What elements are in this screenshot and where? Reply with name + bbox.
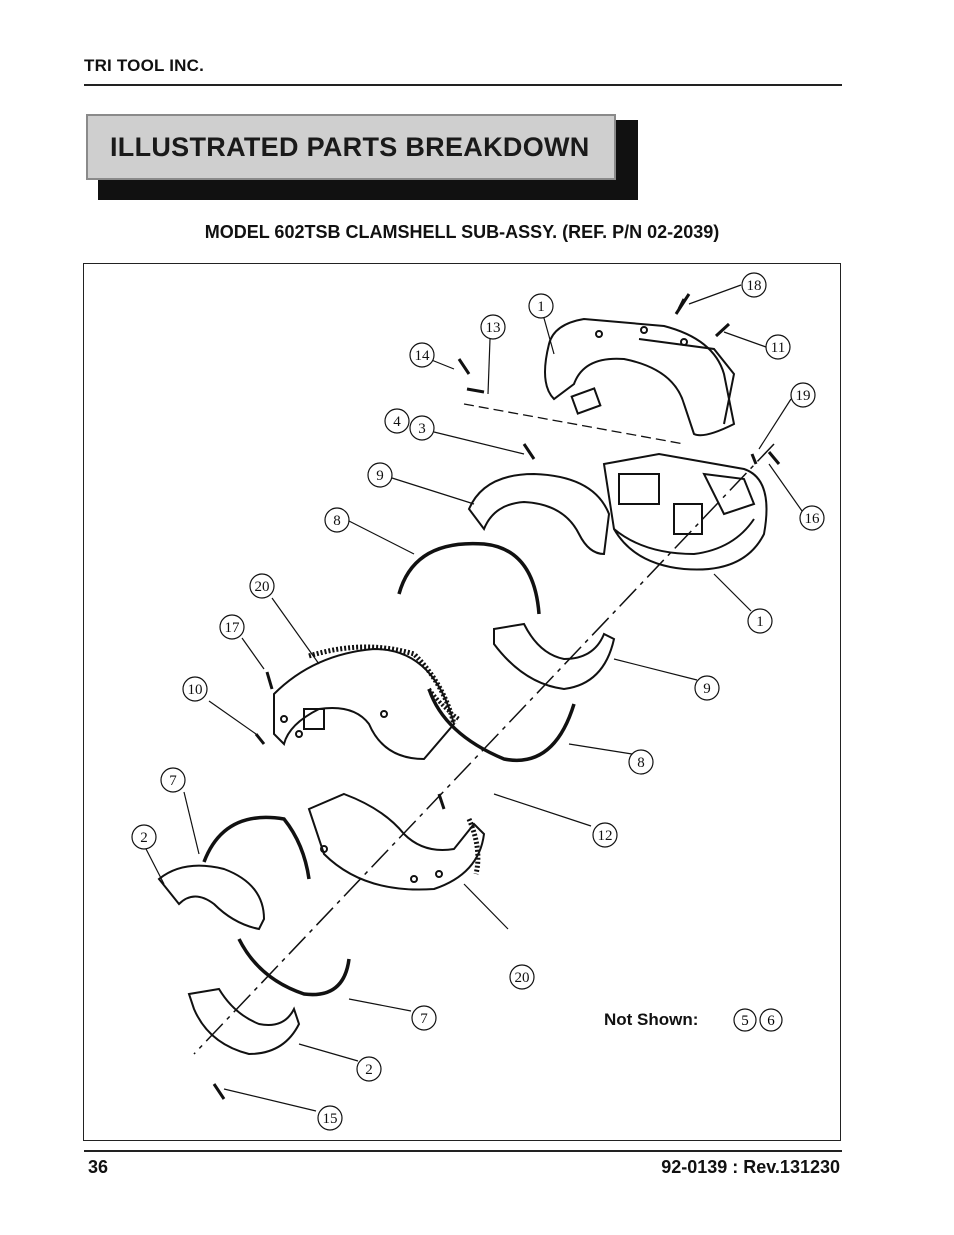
- bearing-segment-upper: [467, 472, 611, 556]
- callout-number: 9: [703, 681, 711, 697]
- retaining-ring-7-upper: [202, 815, 311, 880]
- clamshell-half-bottom: [602, 452, 768, 571]
- callout-number: 2: [365, 1062, 373, 1078]
- callout-number: 7: [169, 773, 177, 789]
- not-shown-callouts: 5 6: [733, 1008, 783, 1032]
- callout-circle: [747, 608, 773, 634]
- callout-circle: [367, 462, 393, 488]
- callout-number: 15: [323, 1111, 338, 1127]
- callout-circle: [592, 822, 618, 848]
- not-shown-item: 5: [741, 1013, 749, 1029]
- spacer-2-upper: [157, 864, 266, 931]
- callout-circle: [409, 342, 435, 368]
- callout-circle: [324, 507, 350, 533]
- callout-circle: [384, 408, 410, 434]
- callout-circle: [249, 573, 275, 599]
- callout-number: 12: [598, 828, 613, 844]
- callout-circle: [160, 767, 186, 793]
- parts-diagram-frame: 18 1 13 14 11 19 4 3 9 16 8 20 1 17 9 10 8 7 12 2 20 7 2 15 Not…: [83, 263, 841, 1141]
- bearing-segment-lower: [493, 622, 616, 691]
- callout-circle: [356, 1056, 382, 1082]
- clamshell-half-top: [544, 317, 736, 437]
- callout-number: 17: [225, 620, 241, 636]
- page-number: 36: [88, 1157, 109, 1177]
- callout-circle: [317, 1105, 343, 1131]
- header-rule: [84, 84, 842, 86]
- callout-circle: [182, 676, 208, 702]
- section-title: ILLUSTRATED PARTS BREAKDOWN: [110, 132, 590, 162]
- exploded-view-drawing: 18 1 13 14 11 19 4 3 9 16 8 20 1 17 9 10 8 7 12 2 20 7 2 15: [131, 272, 825, 1131]
- document-revision: 92-0139 : Rev.131230: [661, 1157, 840, 1177]
- callout-number: 20: [515, 970, 530, 986]
- callout-number: 1: [756, 614, 764, 630]
- callout-number: 11: [771, 340, 785, 356]
- callout-number: 10: [188, 682, 203, 698]
- retaining-ring-lower: [427, 688, 576, 762]
- callout-number: 9: [376, 468, 384, 484]
- callout-circle: [799, 505, 825, 531]
- callout-number: 13: [486, 320, 501, 336]
- callout-number: 20: [255, 579, 270, 595]
- gear-segment-lower: [307, 792, 486, 891]
- figure-title: MODEL 602TSB CLAMSHELL SUB-ASSY. (REF. P…: [204, 222, 720, 242]
- callout-circle: [480, 314, 506, 340]
- callout-number: 14: [415, 348, 431, 364]
- callout-circle: [628, 749, 654, 775]
- retaining-ring-7-lower: [237, 938, 351, 997]
- callout-number: 8: [333, 513, 341, 529]
- callout-number: 7: [420, 1011, 428, 1027]
- gear-segment-upper: [273, 644, 457, 761]
- not-shown-label: Not Shown:: [604, 1010, 699, 1029]
- spacer-2-lower: [187, 987, 301, 1056]
- not-shown-item: 6: [767, 1013, 775, 1029]
- callout-number: 4: [393, 414, 401, 430]
- callout-number: 16: [805, 511, 821, 527]
- callout-number: 2: [140, 830, 148, 846]
- section-banner: ILLUSTRATED PARTS BREAKDOWN: [86, 114, 616, 180]
- callout-circle: [528, 293, 554, 319]
- callout-circle: [741, 272, 767, 298]
- retaining-ring-upper: [397, 541, 541, 615]
- callout-circle: [409, 415, 435, 441]
- footer-rule: [84, 1150, 842, 1152]
- callout-number: 3: [418, 421, 426, 437]
- callout-number: 8: [637, 755, 645, 771]
- callout-number: 1: [537, 299, 545, 315]
- callout-circle: [131, 824, 157, 850]
- callout-circle: [411, 1005, 437, 1031]
- callout-circle: [765, 334, 791, 360]
- company-name: TRI TOOL INC.: [84, 56, 205, 75]
- callout-circle: [790, 382, 816, 408]
- callout-number: 19: [796, 388, 811, 404]
- callout-circle: [219, 614, 245, 640]
- callout-number: 18: [747, 278, 762, 294]
- callout-circle: [509, 964, 535, 990]
- callout-circle: [694, 675, 720, 701]
